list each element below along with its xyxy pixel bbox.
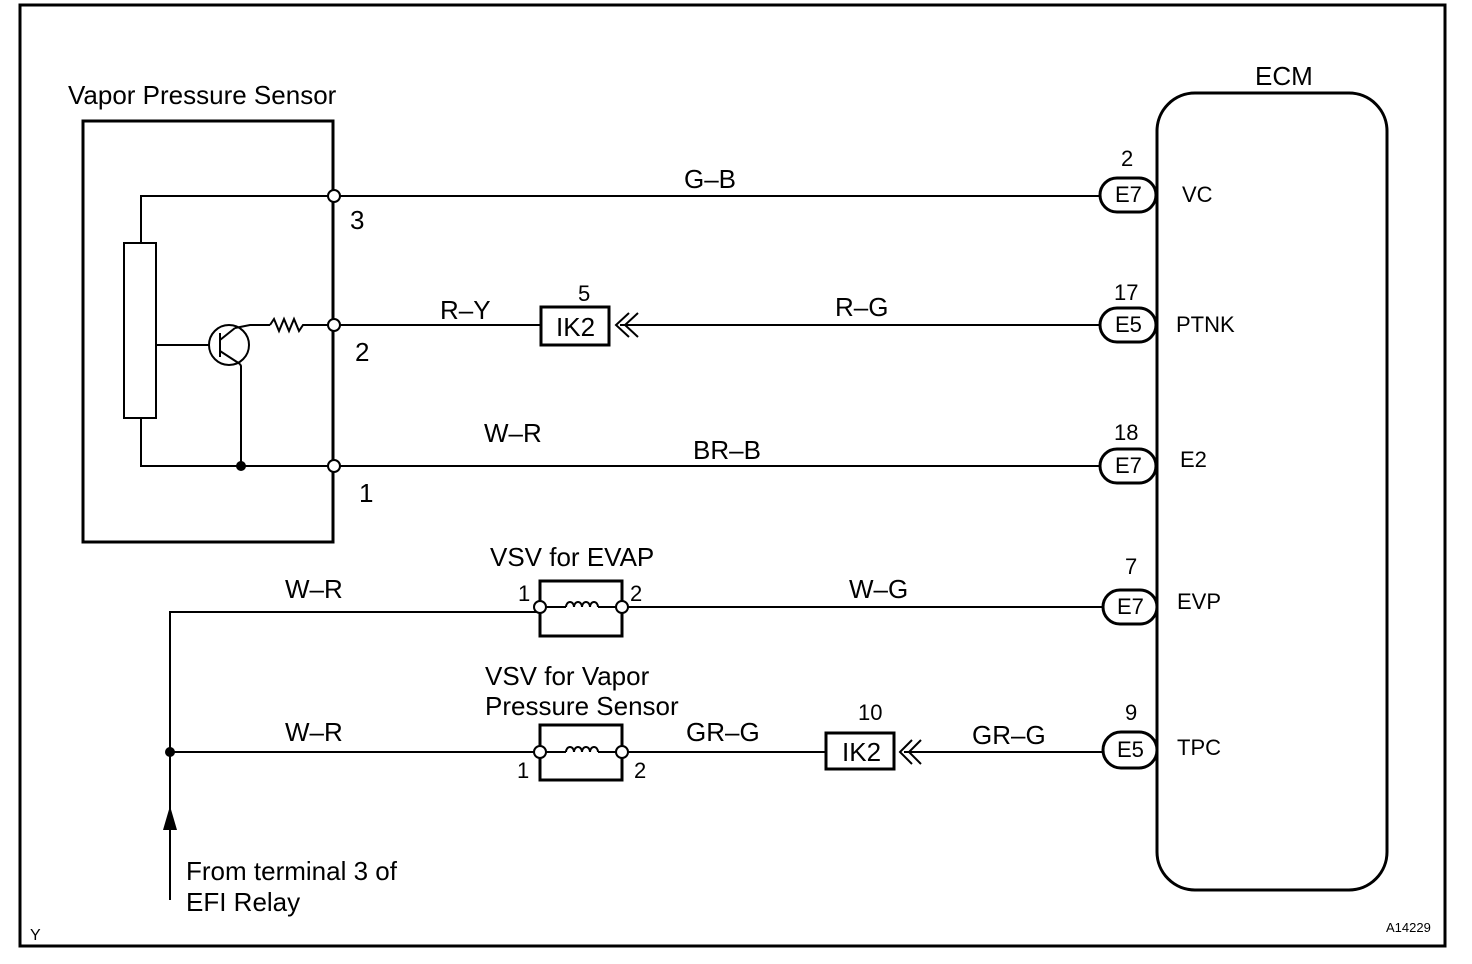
vsv-vps-pin-1: 1 — [517, 758, 529, 783]
vsv-vps-title-1: VSV for Vapor — [485, 661, 650, 691]
ecm-title: ECM — [1255, 61, 1313, 91]
sensor-terminal-1 — [327, 459, 341, 473]
ecm-signal-name: E2 — [1180, 447, 1207, 472]
vsv-evap-title: VSV for EVAP — [490, 542, 654, 572]
junction-dot — [165, 747, 175, 757]
ecm-pin-number: 17 — [1114, 280, 1138, 305]
sensor-title: Vapor Pressure Sensor — [68, 80, 337, 110]
ecm-connector-id: E7 — [1115, 453, 1142, 478]
ik2-connector-a: 5 IK2 — [539, 281, 639, 347]
sensor-internal-wire-bottom — [140, 418, 333, 467]
diagram-frame — [18, 3, 1447, 948]
wire-label-wg: W–G — [849, 574, 908, 604]
ecm-pin-number: 2 — [1121, 146, 1133, 171]
ik2-b-pin: 10 — [858, 700, 882, 725]
vsv-vps-title-2: Pressure Sensor — [485, 691, 679, 721]
ik2-a-label: IK2 — [556, 312, 595, 342]
coil-icon — [565, 746, 599, 753]
wire-label-vc: G–B — [684, 164, 736, 194]
wire-label-rg: R–G — [835, 292, 888, 322]
wire-supply-rail — [169, 611, 538, 900]
ecm-signal-name: EVP — [1177, 589, 1221, 614]
resistor-icon — [269, 316, 333, 334]
sensor-terminal-3 — [327, 189, 341, 203]
ecm-pin-e2: 18 E7 E2 — [1098, 420, 1207, 485]
wire-label-grg-2: GR–G — [972, 720, 1046, 750]
sensor-pin-3: 3 — [350, 205, 364, 235]
wire-label-brb: BR–B — [693, 435, 761, 465]
vsv-evap: VSV for EVAP 1 2 — [490, 542, 654, 638]
corner-mark-left: Y — [30, 927, 41, 944]
wire-label-ry: R–Y — [440, 295, 491, 325]
ecm-connector-id: E7 — [1115, 182, 1142, 207]
wire-label-wr-evap: W–R — [285, 574, 343, 604]
ecm-connector-id: E7 — [1117, 594, 1144, 619]
coil-icon — [565, 601, 599, 608]
sensor-box — [81, 119, 335, 544]
ecm-pin-vc: 2 E7 VC — [1098, 146, 1213, 214]
vsv-vapor-pressure-sensor: VSV for Vapor Pressure Sensor 1 2 — [485, 661, 679, 783]
transistor-icon — [208, 324, 250, 366]
ecm-pin-evp: 7 E7 EVP — [1101, 554, 1221, 626]
wire-label-grg-1: GR–G — [686, 717, 760, 747]
vsv-vps-pin-2: 2 — [634, 758, 646, 783]
ecm-pin-ptnk: 17 E5 PTNK — [1098, 280, 1235, 344]
ik2-connector-b: 10 IK2 — [824, 700, 922, 771]
junction-dot — [236, 461, 246, 471]
ecm-pin-number: 9 — [1125, 700, 1137, 725]
source-line-2: EFI Relay — [186, 887, 300, 917]
sensor-pin-2: 2 — [355, 337, 369, 367]
vsv-evap-pin-1: 1 — [518, 581, 530, 606]
ik2-a-pin: 5 — [578, 281, 590, 306]
sensor-element — [123, 242, 157, 419]
source-line-1: From terminal 3 of — [186, 856, 398, 886]
vapor-pressure-sensor: Vapor Pressure Sensor 3 2 1 — [68, 80, 373, 544]
vsv-evap-pin-2: 2 — [630, 581, 642, 606]
wire-label-wr-tpc: W–R — [285, 717, 343, 747]
sensor-internal-wire-top — [140, 195, 333, 243]
ecm-connector-id: E5 — [1115, 312, 1142, 337]
ecm-pin-number: 18 — [1114, 420, 1138, 445]
ecm-signal-name: PTNK — [1176, 312, 1235, 337]
ecm-pin-tpc: 9 E5 TPC — [1101, 700, 1221, 770]
figure-id: A14229 — [1386, 920, 1431, 935]
ecm-signal-name: VC — [1182, 182, 1213, 207]
ik2-b-label: IK2 — [842, 737, 881, 767]
sensor-terminal-2 — [327, 318, 341, 332]
ecm-signal-name: TPC — [1177, 735, 1221, 760]
arrow-up-icon — [163, 806, 177, 830]
sensor-pin-1: 1 — [359, 478, 373, 508]
wire-label-wr-top: W–R — [484, 418, 542, 448]
ecm: ECM — [1155, 61, 1389, 892]
ecm-pin-number: 7 — [1125, 554, 1137, 579]
ecm-connector-id: E5 — [1117, 737, 1144, 762]
ecm-box — [1155, 91, 1389, 892]
